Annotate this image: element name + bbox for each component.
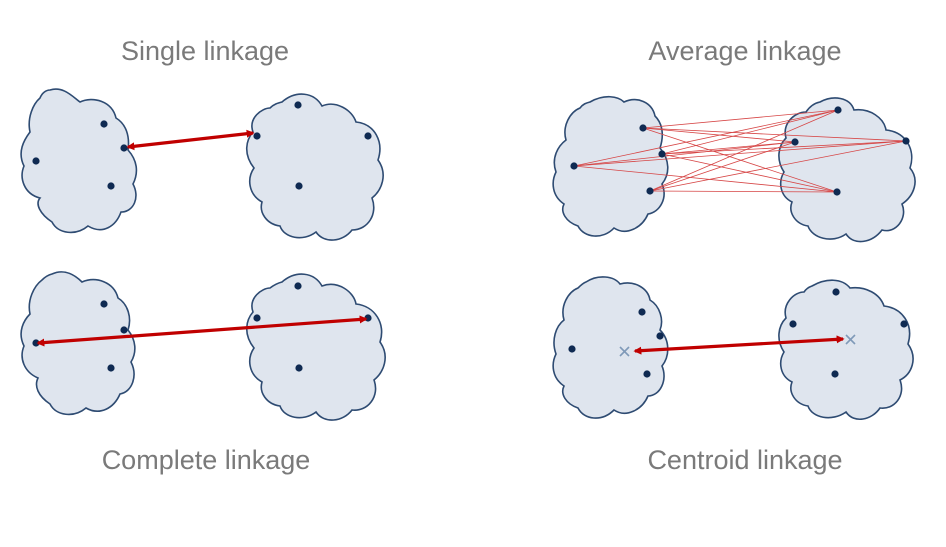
data-point	[364, 132, 372, 140]
pair-line	[661, 140, 907, 155]
pair-line	[573, 141, 796, 167]
data-point	[32, 157, 40, 165]
data-point	[107, 364, 115, 372]
data-point	[646, 187, 654, 195]
data-point	[643, 370, 651, 378]
average-linkage-lines	[573, 109, 907, 193]
pair-line	[642, 127, 907, 142]
data-point	[832, 288, 840, 296]
pair-line	[573, 109, 839, 167]
data-point	[253, 314, 261, 322]
panel-complete-linkage	[20, 271, 386, 421]
cluster-blob-left	[552, 95, 669, 237]
data-point	[831, 370, 839, 378]
data-point	[295, 182, 303, 190]
cluster-blob-left	[20, 88, 138, 234]
pair-line	[661, 109, 839, 155]
data-point	[568, 345, 576, 353]
data-point	[638, 308, 646, 316]
pair-line	[642, 127, 838, 193]
linkage-arrow	[36, 315, 368, 347]
panel-centroid-linkage	[552, 276, 914, 420]
pair-line	[661, 141, 796, 155]
label-single-linkage: Single linkage	[120, 36, 290, 66]
data-point	[294, 282, 302, 290]
label-average-linkage: Average linkage	[648, 36, 842, 66]
pair-line	[573, 140, 907, 167]
data-point	[639, 124, 647, 132]
pair-line	[642, 109, 839, 129]
pair-line	[649, 109, 839, 192]
data-point	[791, 138, 799, 146]
data-point	[100, 120, 108, 128]
pair-line	[649, 140, 907, 192]
data-point	[107, 182, 115, 190]
data-point	[294, 101, 302, 109]
panel-single-linkage	[20, 88, 384, 241]
data-point	[833, 188, 841, 196]
data-point	[295, 364, 303, 372]
cluster-blob-right	[778, 97, 916, 243]
pair-line	[661, 153, 838, 193]
data-point	[789, 320, 797, 328]
label-centroid-linkage: Centroid linkage	[647, 445, 843, 475]
data-point	[658, 150, 666, 158]
data-point	[100, 300, 108, 308]
pair-line	[573, 165, 838, 193]
cluster-blob-right	[245, 93, 384, 241]
data-point	[120, 326, 128, 334]
label-complete-linkage: Complete linkage	[101, 445, 311, 475]
pair-line	[649, 190, 838, 193]
data-point	[656, 332, 664, 340]
pair-line	[649, 141, 796, 192]
x-mark-icon	[619, 346, 630, 357]
data-point	[902, 137, 910, 145]
cluster-blob-right	[778, 279, 914, 420]
panel-average-linkage	[552, 95, 916, 243]
x-mark-icon	[845, 334, 856, 345]
data-point	[834, 106, 842, 114]
data-point	[120, 144, 128, 152]
linkage-arrow	[633, 335, 845, 355]
cluster-blob-right	[245, 273, 386, 421]
data-point	[253, 132, 261, 140]
data-point	[900, 320, 908, 328]
data-point	[570, 162, 578, 170]
linkage-arrow	[126, 129, 255, 151]
